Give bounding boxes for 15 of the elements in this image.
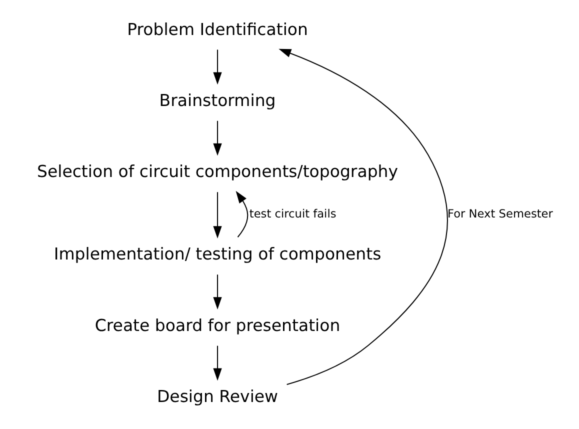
arrow <box>212 192 222 238</box>
edge-label: test circuit fails <box>248 206 336 220</box>
node-text: Create board for presentation <box>94 316 340 335</box>
node-text: Design Review <box>156 387 278 406</box>
node-text: Brainstorming <box>158 90 276 110</box>
arrow <box>235 190 248 238</box>
arrow <box>212 346 222 381</box>
arrow <box>212 50 222 85</box>
node-text: Selection of circuit components/topography <box>36 162 398 182</box>
arrow <box>212 120 222 156</box>
arrow <box>212 274 222 310</box>
node-text: Implementation/ testing of components <box>53 244 381 264</box>
edge-label: For Next Semester <box>447 206 552 220</box>
node-text: Problem Identification <box>126 20 308 39</box>
arrow <box>278 48 448 385</box>
